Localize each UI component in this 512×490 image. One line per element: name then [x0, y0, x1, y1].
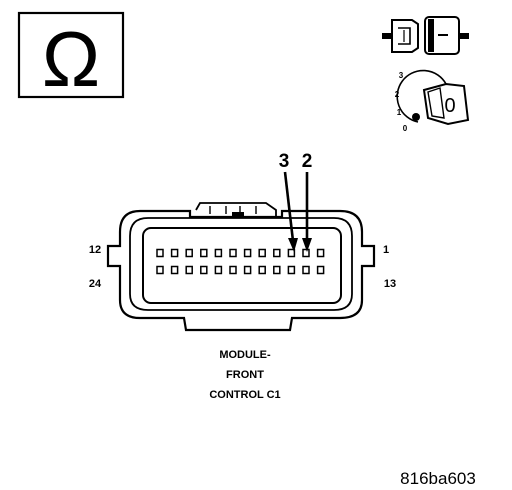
pin-cavity-16 [273, 265, 281, 275]
pin-cavity-19 [229, 265, 237, 275]
pin-label-1: 1 [383, 244, 389, 256]
key-position-1: 1 [397, 108, 402, 117]
ohm-symbol: Ω [42, 15, 100, 103]
disconnected-connector-icon [382, 16, 469, 55]
pin-cavity-11 [170, 248, 179, 258]
ignition-key-icon: 0 3 2 1 0 [395, 69, 470, 133]
pin-cavity-1 [316, 248, 325, 258]
ohmmeter-icon: Ω [17, 11, 125, 103]
pin-cavity-5 [258, 248, 266, 258]
caption-line-2: FRONT [226, 369, 264, 381]
pin-cavity-14 [302, 265, 310, 275]
pin-label-12: 12 [89, 244, 101, 256]
pin-label-13: 13 [384, 278, 396, 290]
callout-label-3: 3 [279, 151, 290, 172]
pin-label-24: 24 [89, 278, 102, 290]
figure-id: 816ba603 [400, 469, 476, 488]
pin-cavity-8 [214, 248, 223, 258]
pin-cavity-13 [316, 265, 325, 275]
pin-cavity-7 [229, 248, 237, 258]
key-position-3: 3 [399, 71, 404, 80]
pin-cavity-4 [273, 248, 281, 258]
pin-cavity-12 [156, 248, 164, 258]
connector-housing [106, 202, 376, 332]
pin-cavity-20 [214, 265, 223, 275]
pin-cavity-15 [287, 265, 296, 275]
pin-cavity-18 [243, 265, 252, 275]
pin-cavity-3 [287, 248, 296, 258]
key-position-2: 2 [395, 90, 400, 99]
callout-label-2: 2 [302, 151, 313, 172]
pin-cavity-6 [243, 248, 252, 258]
caption-line-3: CONTROL C1 [209, 389, 280, 401]
pin-cavity-21 [200, 265, 208, 275]
pin-cavity-24 [156, 265, 164, 275]
key-position-0: 0 [403, 124, 408, 133]
pin-grid [156, 248, 325, 275]
pin-cavity-23 [170, 265, 179, 275]
pin-cavity-2 [302, 248, 310, 258]
caption-line-1: MODULE- [219, 349, 271, 361]
pin-cavity-17 [258, 265, 266, 275]
callout-pin-2: 2 [302, 151, 313, 252]
pin-cavity-10 [185, 248, 193, 258]
key-position-label: 0 [444, 95, 455, 117]
pin-cavity-9 [200, 248, 208, 258]
pin-cavity-22 [185, 265, 193, 275]
callout-pin-3: 3 [279, 151, 298, 252]
